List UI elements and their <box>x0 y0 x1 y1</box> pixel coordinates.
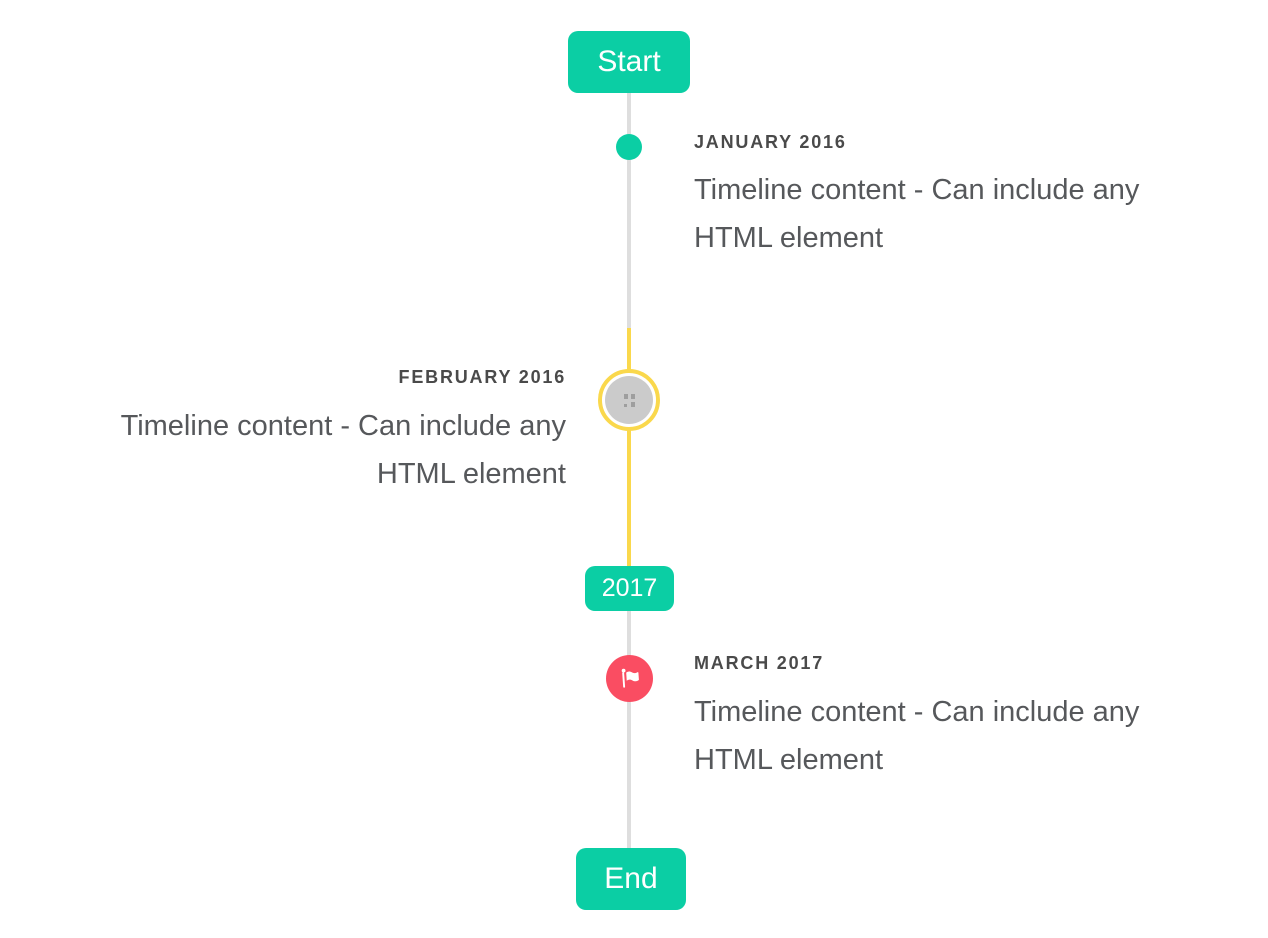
broken-image-placeholder-icon <box>605 376 653 424</box>
timeline-end-badge[interactable]: End <box>576 848 686 910</box>
timeline-line-segment-yellow <box>627 328 631 566</box>
placeholder-glyph-icon <box>623 393 635 407</box>
timeline-line-segment-gray-top <box>627 93 631 328</box>
item-label-march-2017: MARCH 2017 <box>694 653 825 673</box>
timeline-marker-image-february <box>598 369 660 431</box>
timeline-marker-dot-january <box>616 134 642 160</box>
item-label-january-2016: JANUARY 2016 <box>694 132 847 152</box>
timeline-line-segment-gray-bottom <box>627 611 631 848</box>
timeline-marker-flag-march <box>606 655 653 702</box>
item-content-january-2016: Timeline content - Can include any HTML … <box>694 174 1140 254</box>
timeline-year-badge[interactable]: 2017 <box>585 566 674 611</box>
flag-icon <box>621 668 639 688</box>
timeline-start-badge[interactable]: Start <box>568 31 690 93</box>
item-content-march-2017: Timeline content - Can include any HTML … <box>694 696 1140 776</box>
item-label-february-2016: FEBRUARY 2016 <box>398 367 566 387</box>
item-content-february-2016: Timeline content - Can include any HTML … <box>120 410 566 490</box>
